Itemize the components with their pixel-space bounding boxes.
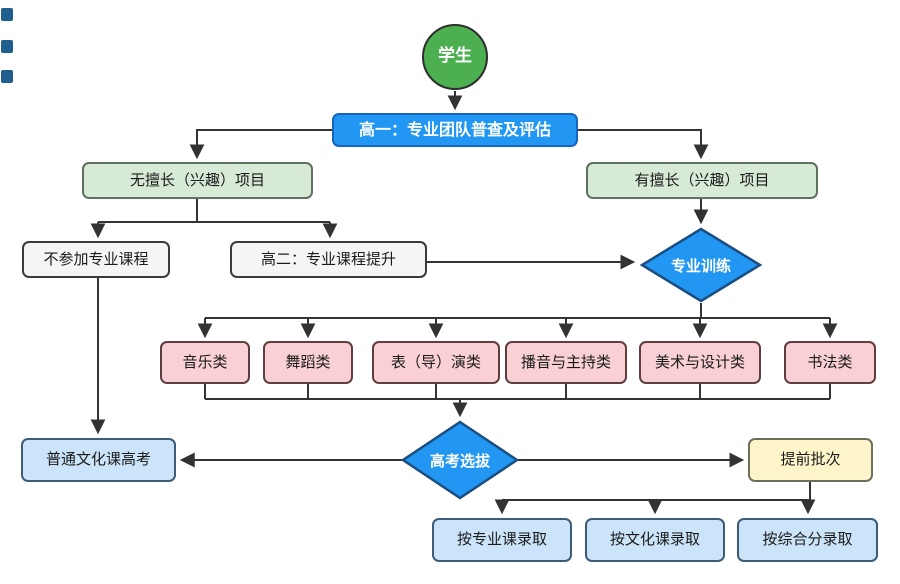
node-admit-by-culture: 按文化课录取 — [585, 518, 725, 562]
node-gaokao-selection: 高考选拔 — [400, 420, 520, 500]
node-major-calligraphy: 书法类 — [784, 341, 876, 384]
node-label: 无擅长（兴趣）项目 — [129, 170, 265, 189]
node-label: 表（导）演类 — [390, 352, 481, 371]
node-label: 普通文化课高考 — [45, 450, 151, 469]
left-edge-mark — [1, 8, 13, 21]
node-major-music: 音乐类 — [160, 341, 250, 384]
node-label: 学生 — [438, 46, 472, 67]
node-has-specialty: 有擅长（兴趣）项目 — [586, 162, 818, 199]
node-admit-by-comprehensive: 按综合分录取 — [737, 518, 878, 562]
diamond-shape — [639, 227, 763, 303]
node-grade1-survey: 高一：专业团队普查及评估 — [332, 113, 578, 147]
node-major-art-design: 美术与设计类 — [639, 341, 761, 384]
node-label: 音乐类 — [182, 352, 228, 371]
node-label: 舞蹈类 — [285, 352, 331, 371]
node-label: 提前批次 — [780, 450, 841, 469]
node-major-dance: 舞蹈类 — [263, 341, 353, 384]
node-label: 美术与设计类 — [654, 352, 745, 371]
node-early-batch: 提前批次 — [748, 438, 873, 482]
node-major-broadcasting: 播音与主持类 — [505, 341, 627, 384]
node-grade2-improve: 高二：专业课程提升 — [230, 241, 427, 278]
node-label: 高考选拔 — [429, 451, 490, 470]
node-student: 学生 — [422, 24, 488, 90]
node-major-acting: 表（导）演类 — [372, 341, 500, 384]
node-label: 播音与主持类 — [520, 352, 611, 371]
node-no-course: 不参加专业课程 — [22, 241, 170, 278]
node-label: 高二：专业课程提升 — [260, 249, 396, 268]
node-admit-by-major: 按专业课录取 — [432, 518, 572, 562]
diamond-shape — [400, 420, 520, 500]
node-professional-training: 专业训练 — [639, 227, 763, 303]
left-edge-mark — [1, 70, 13, 83]
node-label: 按文化课录取 — [609, 530, 700, 549]
node-no-specialty: 无擅长（兴趣）项目 — [82, 162, 313, 199]
node-label: 专业训练 — [670, 256, 731, 275]
left-edge-mark — [1, 40, 13, 53]
node-label: 有擅长（兴趣）项目 — [634, 170, 770, 189]
node-label: 不参加专业课程 — [43, 249, 149, 268]
node-label: 按综合分录取 — [762, 530, 853, 549]
node-label: 书法类 — [807, 352, 853, 371]
node-label: 按专业课录取 — [456, 530, 547, 549]
node-label: 高一：专业团队普查及评估 — [358, 119, 551, 139]
node-regular-gaokao: 普通文化课高考 — [21, 438, 176, 482]
